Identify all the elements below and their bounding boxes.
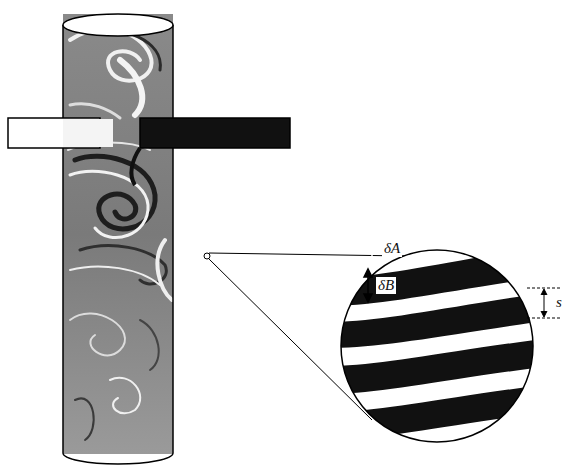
thickness-label: δA [382,240,402,257]
turbulent-fluid [63,14,173,454]
inlet-pipe-b [140,118,290,148]
cylinder-top [63,14,173,36]
lamellae [330,200,550,460]
zoom-spot [204,253,210,259]
thickness-arrow-a [368,230,376,268]
striation-label: s [554,294,564,311]
thickness-label: δB [376,277,396,294]
thickness-arrow-b [364,269,372,302]
